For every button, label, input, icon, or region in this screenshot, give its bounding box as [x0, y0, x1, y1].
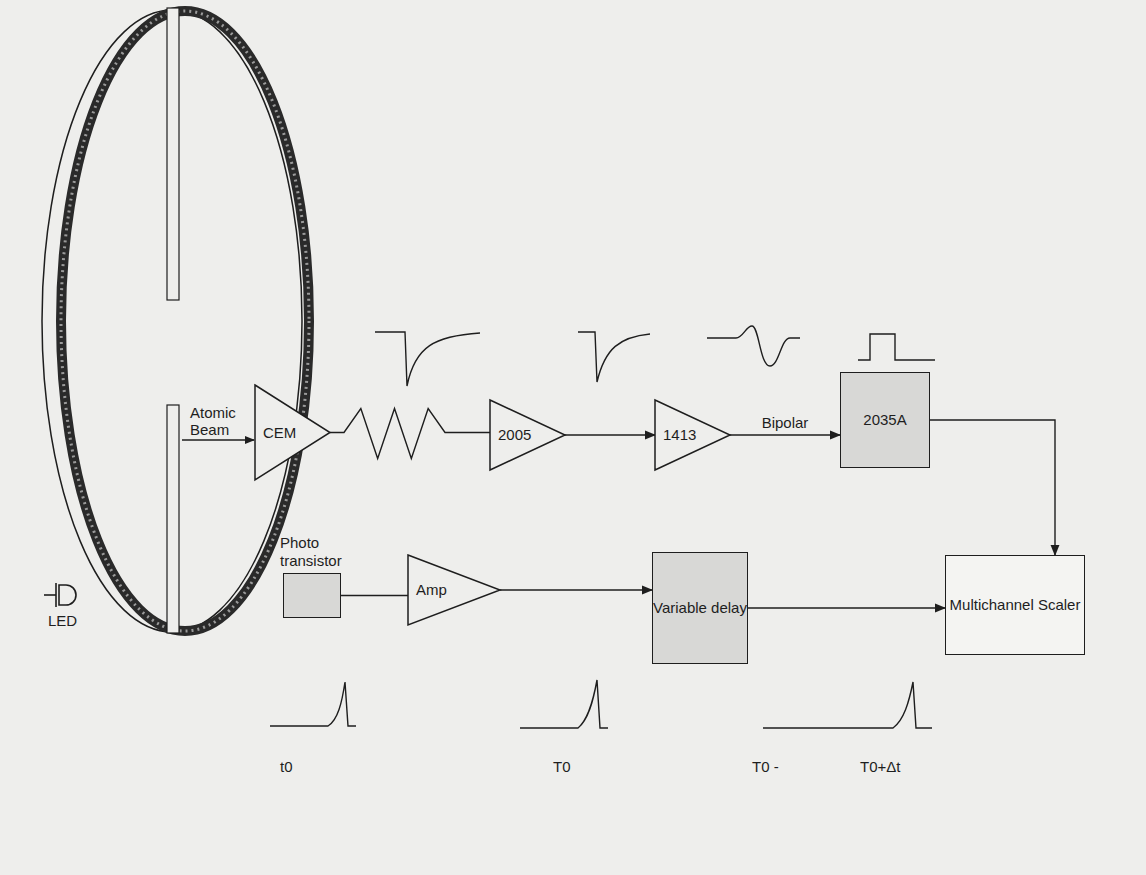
time-label: T0 -: [752, 758, 779, 775]
slit-plate: [167, 405, 179, 633]
triangle-outline: [490, 400, 565, 470]
beam-label: Atomic Beam: [190, 404, 248, 438]
triangle-outline: [655, 400, 730, 470]
node-label: Multichannel Scaler: [950, 596, 1081, 614]
waveform-delayed: [763, 682, 932, 728]
part-label: LED: [48, 612, 77, 629]
signal-name: Bipolar: [760, 414, 811, 431]
amplifier-triangle: 1413: [655, 400, 730, 470]
signal-wire: [565, 434, 655, 435]
signal-wire: [730, 434, 840, 435]
time-label: T0+Δt: [860, 758, 900, 775]
amplifier-triangle: 2005: [490, 400, 565, 470]
detector-triangle: CEM: [255, 385, 330, 480]
waveform-trigger: [270, 682, 356, 726]
signal-wire: [748, 607, 945, 608]
beam-arrow: [182, 439, 254, 440]
slit-plate: [167, 8, 179, 300]
node-label: CEM: [263, 424, 296, 442]
chamber-wall: [61, 11, 309, 631]
time-label: T0: [553, 758, 571, 775]
triangle-outline: [255, 385, 330, 480]
node-label: 1413: [663, 426, 696, 444]
amplifier-triangle: Amp: [408, 555, 500, 625]
waveform-pulse: [578, 332, 650, 382]
signal-wire: [500, 589, 652, 590]
waveform-bipolar: [707, 326, 800, 366]
triangle-outline: [408, 555, 500, 625]
node-label: 2035A: [863, 411, 906, 429]
delay-box: Variable delay: [652, 552, 748, 664]
waveform-square: [858, 334, 935, 360]
phototransistor-box: Photo transistor: [283, 573, 341, 618]
signal-wire: [930, 420, 1055, 555]
chamber-texture: [61, 11, 309, 631]
waveform-pulse: [375, 332, 480, 386]
signal-wire: [330, 409, 490, 459]
signal-wire: [341, 595, 408, 596]
node-label: Variable delay: [653, 599, 747, 617]
node-label: Amp: [416, 581, 447, 599]
node-label: 2005: [498, 426, 531, 444]
time-label: t0: [280, 758, 293, 775]
scaler-box: Multichannel Scaler: [945, 555, 1085, 655]
discriminator-box: 2035A: [840, 372, 930, 468]
led-symbol: [44, 583, 76, 607]
waveform-trigger: [520, 680, 608, 728]
node-heading: Photo transistor: [280, 534, 370, 570]
